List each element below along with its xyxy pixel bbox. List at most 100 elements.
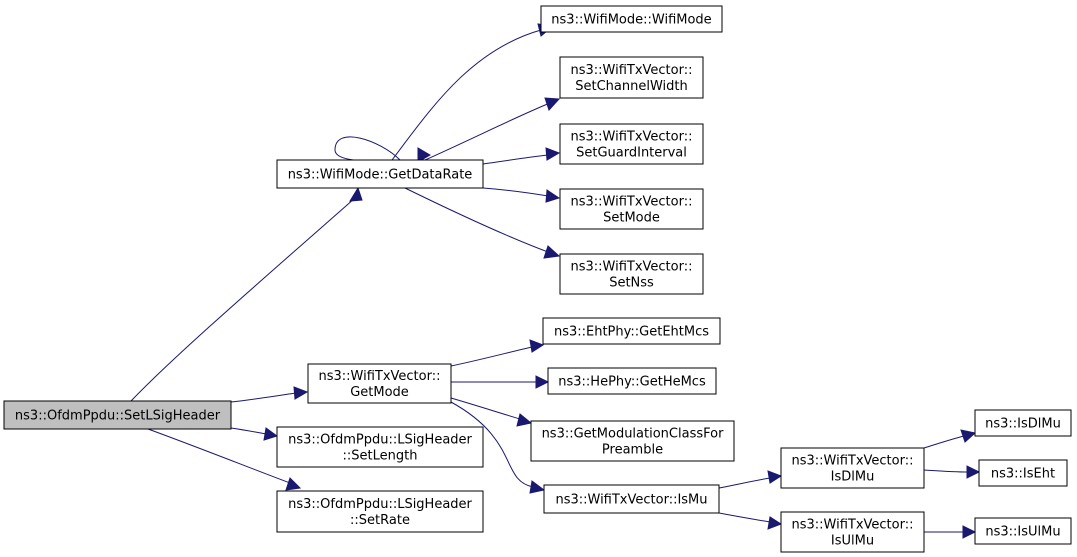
edge-line	[718, 477, 771, 489]
node-label: ns3::WifiTxVector::	[791, 518, 913, 533]
edge-line	[450, 346, 533, 367]
node-txisdlmu[interactable]: ns3::WifiTxVector::IsDlMu	[780, 447, 925, 489]
node-box	[530, 420, 735, 462]
arrowhead	[966, 465, 981, 479]
node-box	[307, 363, 452, 404]
edge-txisulmu-to-isulmu	[924, 525, 977, 539]
node-label: ns3::IsDlMu	[985, 417, 1061, 432]
node-root[interactable]: ns3::OfdmPpdu::SetLSigHeader	[3, 400, 232, 430]
node-box	[974, 517, 1072, 545]
arrowhead	[293, 386, 309, 400]
arrowhead	[767, 470, 783, 484]
node-getdatarate[interactable]: ns3::WifiMode::GetDataRate	[276, 159, 484, 189]
edge-line	[391, 29, 542, 161]
edge-line	[923, 435, 965, 449]
node-label: ::SetRate	[350, 513, 410, 528]
arrowhead	[544, 97, 561, 111]
edge-line	[230, 427, 267, 435]
edge-line	[147, 428, 291, 484]
node-iseht[interactable]: ns3::IsEht	[978, 459, 1068, 487]
edge-getdatarate-to-wifimode	[391, 23, 555, 161]
node-label: GetMode	[350, 385, 409, 400]
node-box	[559, 188, 704, 230]
edges-layer	[130, 23, 981, 539]
node-label: ns3::IsEht	[991, 467, 1055, 482]
edge-getmode-to-ismu	[450, 401, 546, 494]
node-box	[978, 459, 1068, 487]
node-getmode[interactable]: ns3::WifiTxVector::GetMode	[307, 363, 452, 404]
node-label: ns3::WifiTxVector::IsMu	[555, 493, 707, 508]
arrowhead	[263, 427, 279, 441]
arrowhead	[417, 147, 431, 163]
node-label: Preamble	[602, 443, 663, 458]
edge-getmode-to-getehtmcs	[450, 339, 545, 367]
edge-txisdlmu-to-isdlmu	[923, 429, 977, 449]
edge-line	[718, 512, 771, 523]
edge-root-to-getmode	[230, 386, 309, 403]
node-box	[276, 159, 484, 189]
node-box	[559, 123, 704, 165]
arrowhead	[535, 375, 550, 389]
arrowhead	[529, 480, 546, 494]
node-label: ns3::OfdmPpdu::LSigHeader	[288, 433, 472, 448]
node-box	[547, 367, 717, 395]
node-label: ns3::WifiTxVector::	[318, 369, 440, 384]
node-getehtmcs[interactable]: ns3::EhtPhy::GetEhtMcs	[542, 317, 721, 345]
node-label: ::SetLength	[343, 449, 418, 464]
edge-ismu-to-txisdlmu	[718, 470, 783, 489]
node-box	[559, 56, 704, 99]
node-box	[540, 5, 723, 33]
node-label: SetChannelWidth	[575, 79, 688, 94]
node-label: IsUlMu	[831, 534, 874, 549]
edge-getmode-to-getmodclass	[450, 397, 533, 427]
node-txisulmu[interactable]: ns3::WifiTxVector::IsUlMu	[780, 511, 925, 553]
node-box	[542, 317, 721, 345]
arrowhead	[349, 186, 363, 202]
node-label: ns3::WifiTxVector::	[570, 195, 692, 210]
edge-getdatarate-to-getdatarate	[334, 136, 431, 163]
edge-txisdlmu-to-iseht	[923, 465, 981, 479]
arrowhead	[962, 525, 977, 539]
edge-line	[130, 197, 356, 402]
node-setchannelwidth[interactable]: ns3::WifiTxVector::SetChannelWidth	[559, 56, 704, 99]
edge-line	[482, 154, 549, 165]
node-label: ns3::IsUlMu	[985, 525, 1060, 540]
edge-root-to-setlength	[230, 427, 279, 441]
edge-getdatarate-to-setchannelwidth	[424, 97, 561, 161]
node-isdlmu[interactable]: ns3::IsDlMu	[974, 409, 1072, 437]
arrowhead	[529, 339, 545, 353]
node-wifimode[interactable]: ns3::WifiMode::WifiMode	[540, 5, 723, 33]
node-label: ns3::WifiTxVector::	[791, 454, 913, 469]
arrowhead	[545, 189, 561, 203]
edge-line	[424, 102, 551, 161]
node-setmode[interactable]: ns3::WifiTxVector::SetMode	[559, 188, 704, 230]
node-label: ns3::WifiMode::GetDataRate	[288, 168, 473, 183]
node-box	[559, 253, 704, 295]
nodes-layer: ns3::OfdmPpdu::SetLSigHeader ns3::WifiMod…	[3, 5, 1072, 553]
node-box	[543, 484, 720, 514]
node-label: SetNss	[609, 276, 654, 291]
node-label: ns3::EhtPhy::GetEhtMcs	[554, 325, 709, 340]
node-isulmu[interactable]: ns3::IsUlMu	[974, 517, 1072, 545]
node-setguardinterval[interactable]: ns3::WifiTxVector::SetGuardInterval	[559, 123, 704, 165]
node-box	[780, 447, 925, 489]
node-setrate[interactable]: ns3::OfdmPpdu::LSigHeader::SetRate	[276, 490, 484, 533]
edge-getdatarate-to-setmode	[482, 187, 561, 203]
node-ismu[interactable]: ns3::WifiTxVector::IsMu	[543, 484, 720, 514]
edge-ismu-to-txisulmu	[718, 512, 783, 530]
edge-root-to-setrate	[147, 428, 302, 491]
node-label: ns3::WifiTxVector::	[570, 63, 692, 78]
node-label: IsDlMu	[831, 470, 875, 485]
edge-line	[923, 469, 969, 473]
node-gethemcs[interactable]: ns3::HePhy::GetHeMcs	[547, 367, 717, 395]
node-setlength[interactable]: ns3::OfdmPpdu::LSigHeader::SetLength	[276, 426, 484, 468]
edge-getdatarate-to-setguardinterval	[482, 147, 561, 165]
arrowhead	[543, 245, 561, 259]
node-label: SetGuardInterval	[576, 146, 687, 161]
node-setnss[interactable]: ns3::WifiTxVector::SetNss	[559, 253, 704, 295]
node-box	[780, 511, 925, 553]
node-label: ns3::WifiTxVector::	[570, 260, 692, 275]
arrowhead	[767, 516, 783, 530]
